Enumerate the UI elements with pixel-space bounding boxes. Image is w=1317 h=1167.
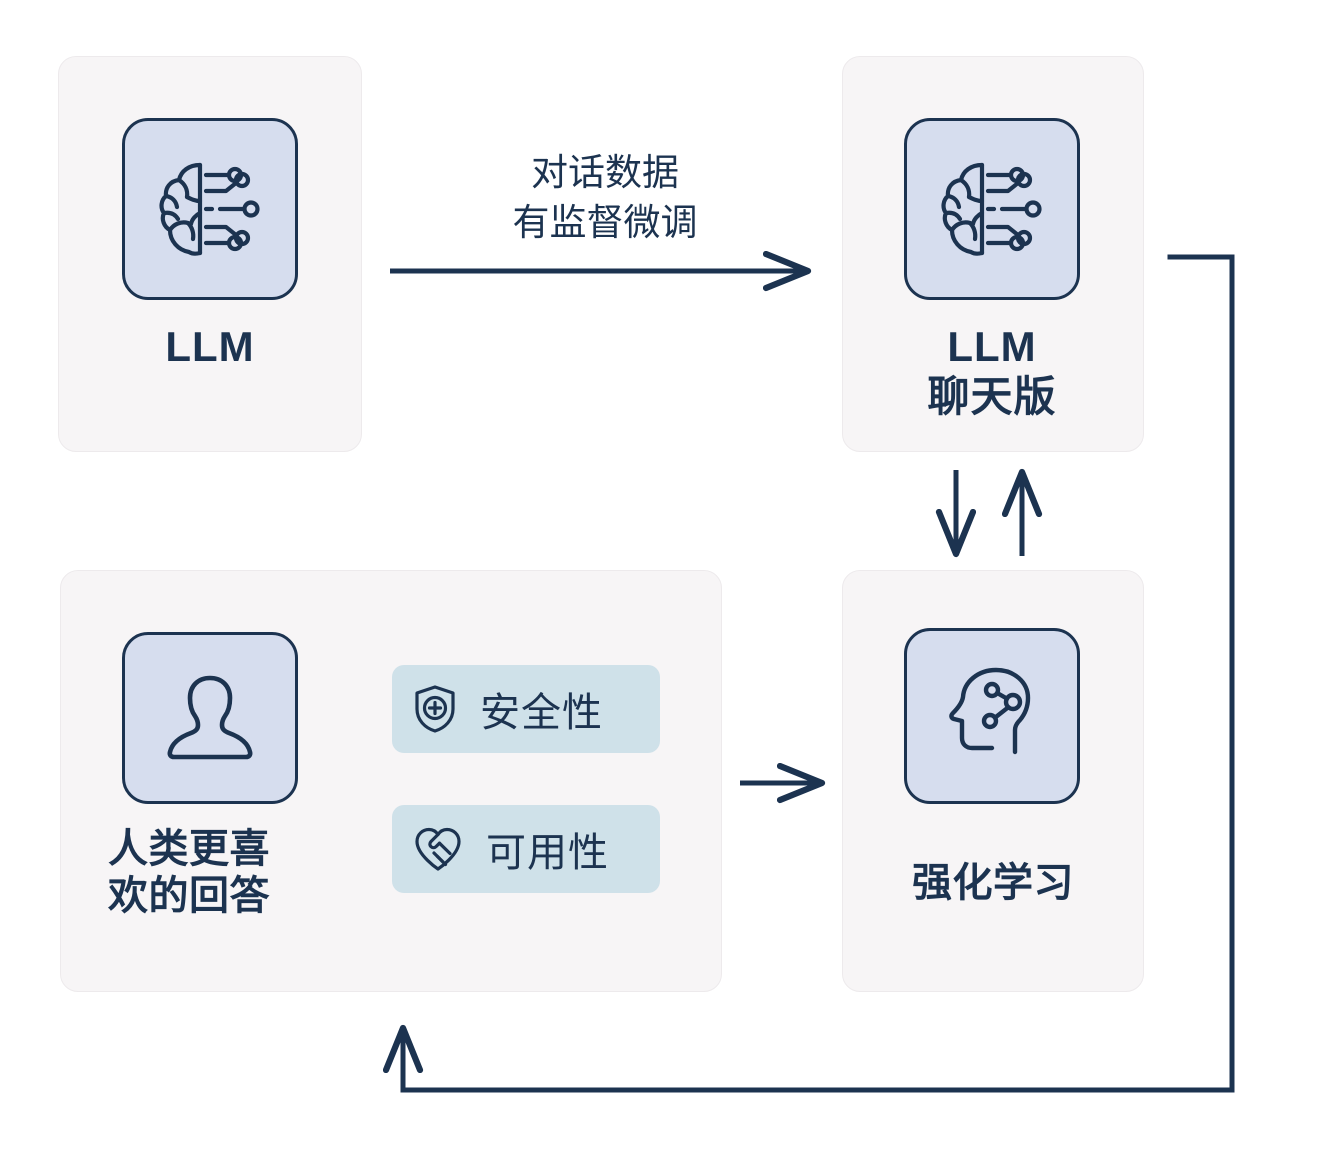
pill-label-helpfulness: 可用性 xyxy=(486,831,609,875)
node-label-llm: LLM xyxy=(165,323,255,370)
person-silhouette-icon xyxy=(167,675,253,760)
shield-plus-icon xyxy=(415,685,455,733)
node-label-reinforcement-learning: 强化学习 xyxy=(912,861,1074,905)
person-silhouette-icon-tile xyxy=(122,632,298,804)
brain-circuit-icon-tile-llm xyxy=(122,118,298,300)
brain-circuit-icon-tile-llm-chat xyxy=(904,118,1080,300)
head-network-icon-tile xyxy=(904,628,1080,804)
node-label-human-preference: 人类更喜 欢的回答 xyxy=(108,827,270,919)
heart-handshake-icon xyxy=(415,827,461,871)
pill-label-safety: 安全性 xyxy=(480,691,603,735)
edge-label-sft: 对话数据 有监督微调 xyxy=(512,152,698,243)
brain-circuit-icon xyxy=(941,162,1042,256)
pill-safety[interactable]: 安全性 xyxy=(392,665,660,753)
brain-circuit-icon xyxy=(159,162,260,256)
head-network-icon xyxy=(949,667,1031,755)
node-label-llm-chat: LLM 聊天版 xyxy=(927,323,1057,420)
pill-helpfulness[interactable]: 可用性 xyxy=(392,805,660,893)
